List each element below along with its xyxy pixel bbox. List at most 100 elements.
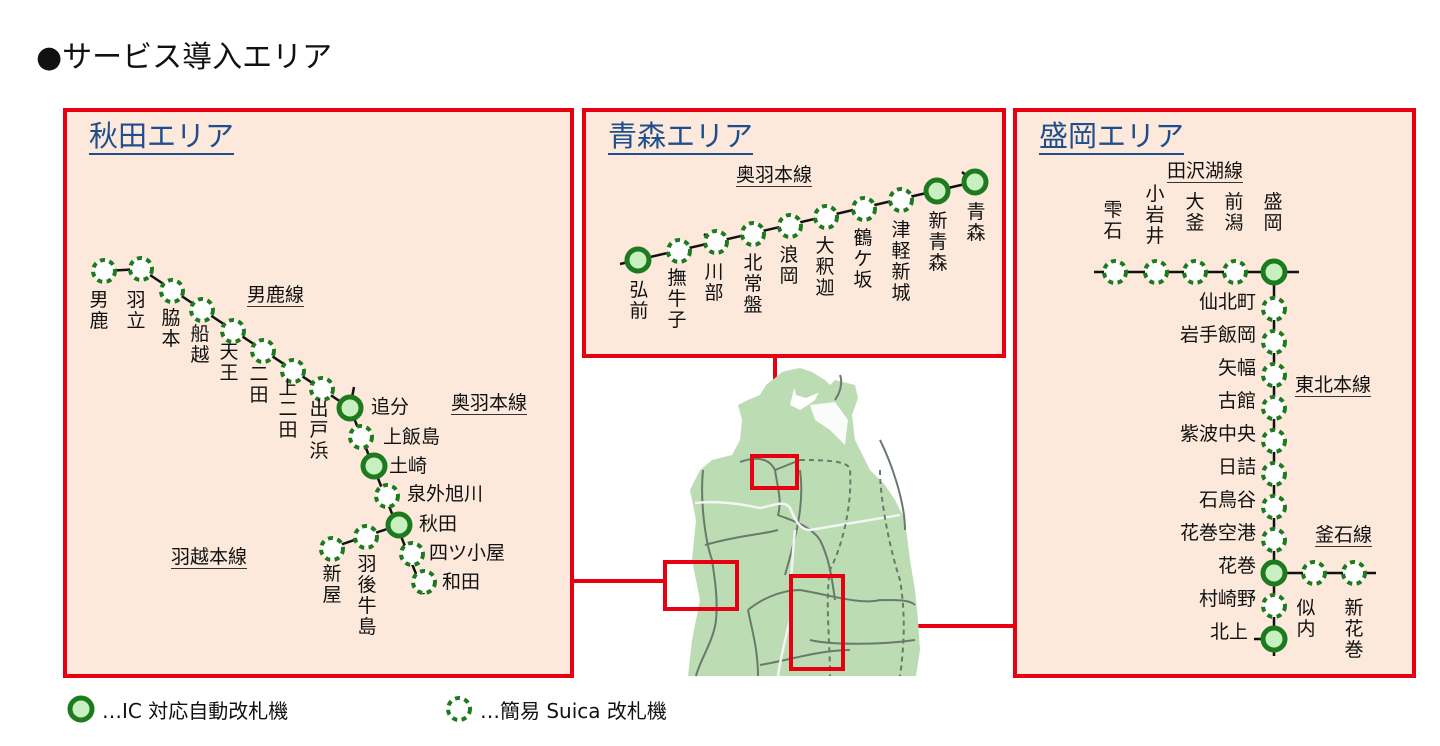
station-namioka: 浪岡 xyxy=(779,244,799,287)
station-kitakami: 北上 xyxy=(1209,621,1248,643)
map-shinkansen-dashed xyxy=(799,459,852,677)
akita-area-panel: 秋田エリア 男鹿線 奥羽本線 羽越本線 男鹿 羽立 脇本 船越 天王 二田 上二… xyxy=(63,108,574,678)
station-ugoushijima: 羽後牛島 xyxy=(357,553,377,638)
akita-area-title: 秋田エリア xyxy=(89,119,235,155)
station-tenno: 天王 xyxy=(219,341,239,384)
simple-suica-gate-icon xyxy=(888,187,914,213)
aomori-highlight-box xyxy=(750,454,799,490)
morioka-area-panel: 盛岡エリア 田沢湖線 東北本線 釜石線 雫石 小岩井 大釜 前潟 盛岡 仙北町 … xyxy=(1013,108,1416,678)
tohoku-line-label: 東北本線 xyxy=(1295,374,1372,397)
morioka-connector xyxy=(845,624,1015,628)
aomori-area-title: 青森エリア xyxy=(608,119,754,155)
simple-suica-gate-icon xyxy=(374,483,400,509)
station-funakoshi: 船越 xyxy=(190,323,210,366)
station-koiwai: 小岩井 xyxy=(1145,183,1165,247)
uetsu-line-label: 羽越本線 xyxy=(171,546,248,569)
akita-connector xyxy=(572,579,666,583)
simple-suica-gate-icon xyxy=(1261,395,1287,421)
simple-suica-gate-icon xyxy=(1261,494,1287,520)
station-kawabe: 川部 xyxy=(704,261,724,304)
simple-suica-gate-icon xyxy=(128,256,154,282)
station-aomori: 青森 xyxy=(966,201,986,244)
map-landmass xyxy=(688,368,920,676)
station-oiwake: 追分 xyxy=(371,396,410,418)
station-hadachi: 羽立 xyxy=(126,289,146,332)
simple-suica-gate-icon xyxy=(1301,560,1327,586)
station-futada: 二田 xyxy=(249,363,269,406)
simple-suica-gate-icon xyxy=(740,221,766,247)
simple-suica-gate-icon xyxy=(353,524,379,550)
station-murasakino: 村崎野 xyxy=(1198,588,1256,610)
simple-suica-gate-icon xyxy=(813,204,839,230)
legend-simple: …簡易 Suica 改札機 xyxy=(444,694,667,724)
simple-suica-gate-icon xyxy=(446,696,472,722)
station-yotsugoya: 四ツ小屋 xyxy=(429,542,506,564)
morioka-highlight-box xyxy=(789,574,845,671)
ic-gate-icon xyxy=(1260,258,1288,286)
station-morioka: 盛岡 xyxy=(1263,191,1283,234)
ic-gate-icon xyxy=(961,168,989,196)
station-maegata: 前潟 xyxy=(1224,191,1244,234)
station-araya: 新屋 xyxy=(322,563,342,606)
map-highlight-boxes xyxy=(663,454,845,671)
simple-suica-gate-icon xyxy=(91,258,117,284)
ic-gate-icon xyxy=(624,246,652,274)
ou-line-label-aomori: 奥羽本線 xyxy=(736,164,813,187)
simple-suica-gate-icon xyxy=(1341,560,1367,586)
simple-suica-gate-icon xyxy=(1143,259,1169,285)
legend-simple-label: …簡易 Suica 改札機 xyxy=(480,698,667,723)
station-ishidoriya: 石鳥谷 xyxy=(1198,489,1256,511)
station-iwateiioka: 岩手飯岡 xyxy=(1179,324,1256,346)
station-detohama: 出戸浜 xyxy=(309,398,329,462)
station-kitatokiwa: 北常盤 xyxy=(743,252,763,316)
ic-gate-icon xyxy=(67,695,95,723)
ou-line-label-akita: 奥羽本線 xyxy=(451,392,528,415)
ic-gate-icon xyxy=(923,177,951,205)
station-yahaba: 矢幅 xyxy=(1217,357,1256,379)
ic-gate-icon xyxy=(360,452,388,480)
ic-gate-icon xyxy=(1260,559,1288,587)
aomori-connector xyxy=(773,357,777,457)
simple-suica-gate-icon xyxy=(1261,428,1287,454)
simple-suica-gate-icon xyxy=(1222,259,1248,285)
simple-suica-gate-icon xyxy=(1261,461,1287,487)
legend-ic: …IC 対応自動改札機 xyxy=(66,694,288,724)
simple-suica-gate-icon xyxy=(1261,329,1287,355)
simple-suica-gate-icon xyxy=(1261,593,1287,619)
oga-line-label: 男鹿線 xyxy=(247,284,305,307)
simple-suica-gate-icon xyxy=(851,196,877,222)
simple-suica-gate-icon xyxy=(1261,527,1287,553)
aomori-area-panel: 青森エリア 奥羽本線 弘前 撫牛子 川部 北常盤 浪岡 大釈迦 鶴ケ坂 津軽新城… xyxy=(582,108,1006,358)
legend-ic-label: …IC 対応自動改札機 xyxy=(102,698,289,723)
simple-suica-gate-icon xyxy=(1182,259,1208,285)
simple-suica-gate-icon xyxy=(250,338,276,364)
station-akita: 秋田 xyxy=(419,513,458,535)
morioka-area-title: 盛岡エリア xyxy=(1039,119,1185,155)
station-okama: 大釜 xyxy=(1185,191,1205,234)
station-kamiiijima: 上飯島 xyxy=(383,426,441,448)
kamaishi-line-label: 釜石線 xyxy=(1315,524,1373,547)
simple-suica-gate-icon xyxy=(1102,259,1128,285)
tazawako-line-label: 田沢湖線 xyxy=(1167,160,1244,183)
station-hanamakikuko: 花巻空港 xyxy=(1179,522,1256,544)
simple-suica-gate-icon xyxy=(1261,296,1287,322)
simple-suica-gate-icon xyxy=(399,541,425,567)
station-shinhanamaki: 新花巻 xyxy=(1344,597,1364,661)
station-wada: 和田 xyxy=(442,571,481,593)
station-senbokucho: 仙北町 xyxy=(1198,291,1256,313)
station-hizume: 日詰 xyxy=(1217,456,1256,478)
simple-suica-gate-icon xyxy=(319,536,345,562)
page-title: ●サービス導入エリア xyxy=(36,40,333,75)
map-rail-lines xyxy=(695,374,916,677)
simple-suica-gate-icon xyxy=(703,229,729,255)
simple-suica-gate-icon xyxy=(189,297,215,323)
station-furudate: 古館 xyxy=(1217,390,1256,412)
station-tsurugasaka: 鶴ケ坂 xyxy=(853,227,873,291)
station-niinai: 似内 xyxy=(1296,597,1316,640)
station-tsuchizaki: 土崎 xyxy=(389,455,428,477)
station-shiwachuo: 紫波中央 xyxy=(1179,423,1256,445)
akita-highlight-box xyxy=(663,560,739,611)
simple-suica-gate-icon xyxy=(348,424,374,450)
station-shizukuishi: 雫石 xyxy=(1103,199,1123,242)
ic-gate-icon xyxy=(1260,625,1288,653)
